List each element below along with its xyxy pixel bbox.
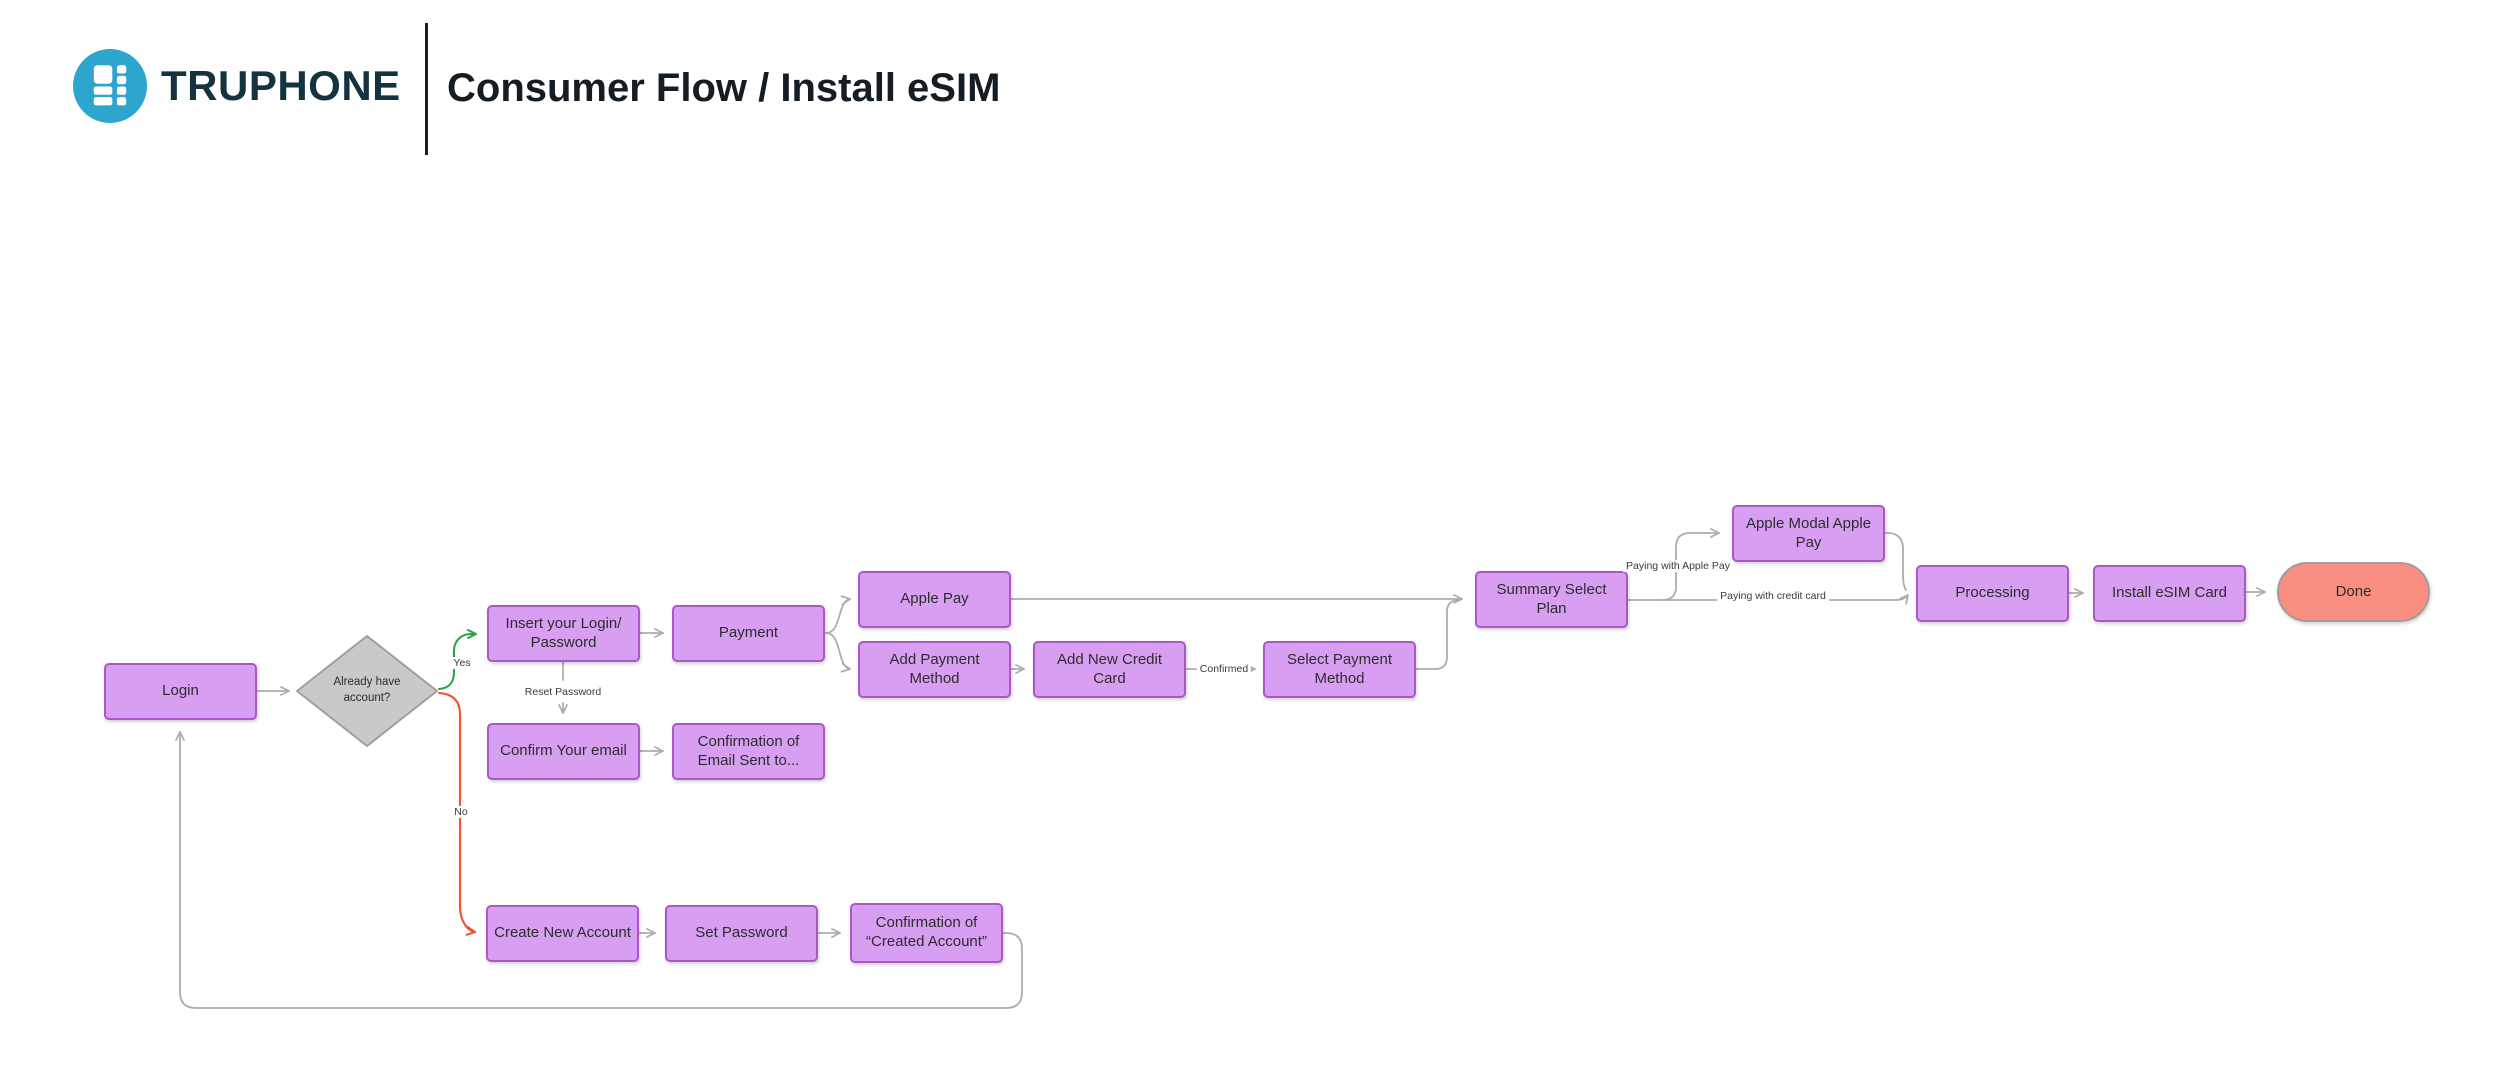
truphone-grid-icon <box>93 65 127 106</box>
node-add-payment-method[interactable]: Add Payment Method <box>858 641 1011 698</box>
node-done[interactable]: Done <box>2277 562 2430 622</box>
decision-label: Already have account? <box>333 676 401 704</box>
node-insert-login-password[interactable]: Insert your Login/ Password <box>487 605 640 662</box>
edge-label-confirmed: Confirmed <box>1196 663 1252 675</box>
truphone-logo-icon <box>73 49 147 123</box>
node-summary-select-plan[interactable]: Summary Select Plan <box>1475 571 1628 628</box>
edge-label-paying-with-credit-card: Paying with credit card <box>1717 590 1829 602</box>
brand-wordmark: TRUPHONE <box>161 62 401 109</box>
edge-label-reset-password: Reset Password <box>521 686 605 698</box>
node-set-password[interactable]: Set Password <box>665 905 818 962</box>
node-processing[interactable]: Processing <box>1916 565 2069 622</box>
node-confirm-your-email[interactable]: Confirm Your email <box>487 723 640 780</box>
node-install-esim-card[interactable]: Install eSIM Card <box>2093 565 2246 622</box>
edge-apple-modal-to-processing <box>1884 532 1907 591</box>
page-title: Consumer Flow / Install eSIM <box>447 66 1001 110</box>
node-login[interactable]: Login <box>104 663 257 720</box>
edge-label-yes: Yes <box>450 657 474 669</box>
edge-payment-to-add-payment-method <box>825 632 851 673</box>
node-select-payment-method[interactable]: Select Payment Method <box>1263 641 1416 698</box>
edge-select-payment-to-summary <box>1415 599 1460 670</box>
header-divider <box>425 23 428 155</box>
node-apple-pay[interactable]: Apple Pay <box>858 571 1011 628</box>
node-add-new-credit-card[interactable]: Add New Credit Card <box>1033 641 1186 698</box>
node-confirmation-created-account[interactable]: Confirmation of “Created Account” <box>850 903 1003 963</box>
edge-payment-to-apple-pay <box>825 595 851 634</box>
node-apple-modal-apple-pay[interactable]: Apple Modal Apple Pay <box>1732 505 1885 562</box>
edge-label-no: No <box>451 806 471 818</box>
node-payment[interactable]: Payment <box>672 605 825 662</box>
node-create-new-account[interactable]: Create New Account <box>486 905 639 962</box>
edge-label-paying-with-apple-pay: Paying with Apple Pay <box>1623 560 1733 572</box>
node-confirmation-email-sent[interactable]: Confirmation of Email Sent to... <box>672 723 825 780</box>
